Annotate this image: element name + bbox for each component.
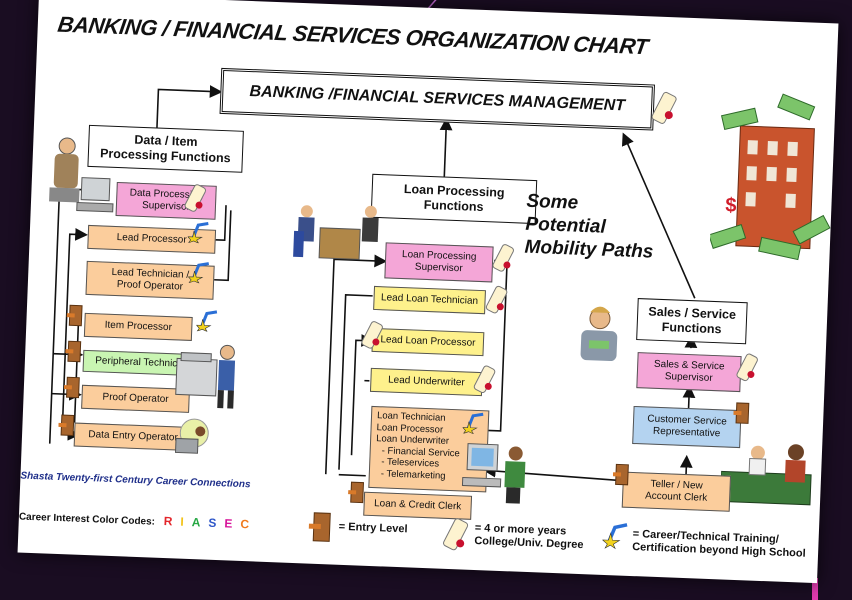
bank-building-money-icon: $	[708, 93, 831, 261]
org-chart-slide: BANKING / FINANCIAL SERVICES ORGANIZATIO…	[17, 0, 839, 584]
color-code-letter: I	[180, 514, 193, 530]
training-star-icon	[602, 523, 628, 550]
color-code-letter: R	[163, 514, 181, 529]
entry-door-icon	[66, 304, 83, 327]
color-code-letter: A	[191, 515, 209, 530]
diploma-icon	[443, 518, 469, 551]
diploma-icon	[651, 91, 677, 124]
office-worker-icon	[49, 137, 80, 203]
entry-door-icon	[65, 340, 82, 363]
data-item-header: Data / Item Processing Functions	[87, 124, 244, 173]
loan-meeting-icon	[293, 205, 379, 260]
color-code-letter: C	[240, 516, 258, 532]
sales-woman-icon	[580, 306, 618, 362]
loan-processing-supervisor: Loan Processing Supervisor	[384, 242, 494, 283]
lead-loan-processor: Lead Loan Processor	[371, 327, 485, 357]
teller-counter-icon	[719, 444, 812, 506]
diploma-icon	[473, 365, 496, 394]
entry-door-icon	[348, 481, 364, 504]
computer-worker-icon	[461, 443, 526, 504]
diploma-icon	[492, 244, 514, 272]
entry-door-icon	[733, 402, 750, 424]
technician-copier-icon	[175, 344, 236, 409]
legend-entry-level: = Entry Level	[338, 520, 408, 536]
entry-door-icon	[612, 463, 629, 486]
training-star-icon	[187, 222, 209, 244]
legend-degree: = 4 or more years College/Univ. Degree	[474, 521, 584, 552]
sales-service-header: Sales / Service Functions	[636, 298, 748, 345]
diploma-icon	[184, 184, 207, 212]
diploma-icon	[485, 285, 508, 314]
color-code-letter: S	[208, 515, 225, 531]
teller-new-account-clerk: Teller / New Account Clerk	[621, 471, 732, 512]
data-entry-worker-icon	[174, 418, 209, 454]
loan-processing-header: Loan Processing Functions	[370, 173, 538, 225]
entry-door-icon	[308, 512, 331, 542]
lead-underwriter: Lead Underwriter	[369, 367, 483, 397]
training-star-icon	[196, 310, 218, 333]
training-star-icon	[462, 412, 484, 435]
diploma-icon	[361, 321, 383, 349]
entry-door-icon	[58, 414, 75, 437]
svg-text:$: $	[725, 194, 737, 216]
mobility-paths-text: Some Potential Mobility Paths	[524, 190, 654, 263]
training-star-icon	[188, 262, 210, 284]
computer-icon	[76, 177, 114, 213]
lead-loan-technician: Lead Loan Technician	[373, 285, 486, 315]
color-code-letter: E	[224, 516, 241, 531]
diploma-icon	[736, 353, 758, 382]
sales-service-supervisor: Sales & Service Supervisor	[636, 352, 742, 393]
management-label: BANKING /FINANCIAL SERVICES MANAGEMENT	[249, 83, 626, 115]
entry-door-icon	[63, 376, 80, 399]
